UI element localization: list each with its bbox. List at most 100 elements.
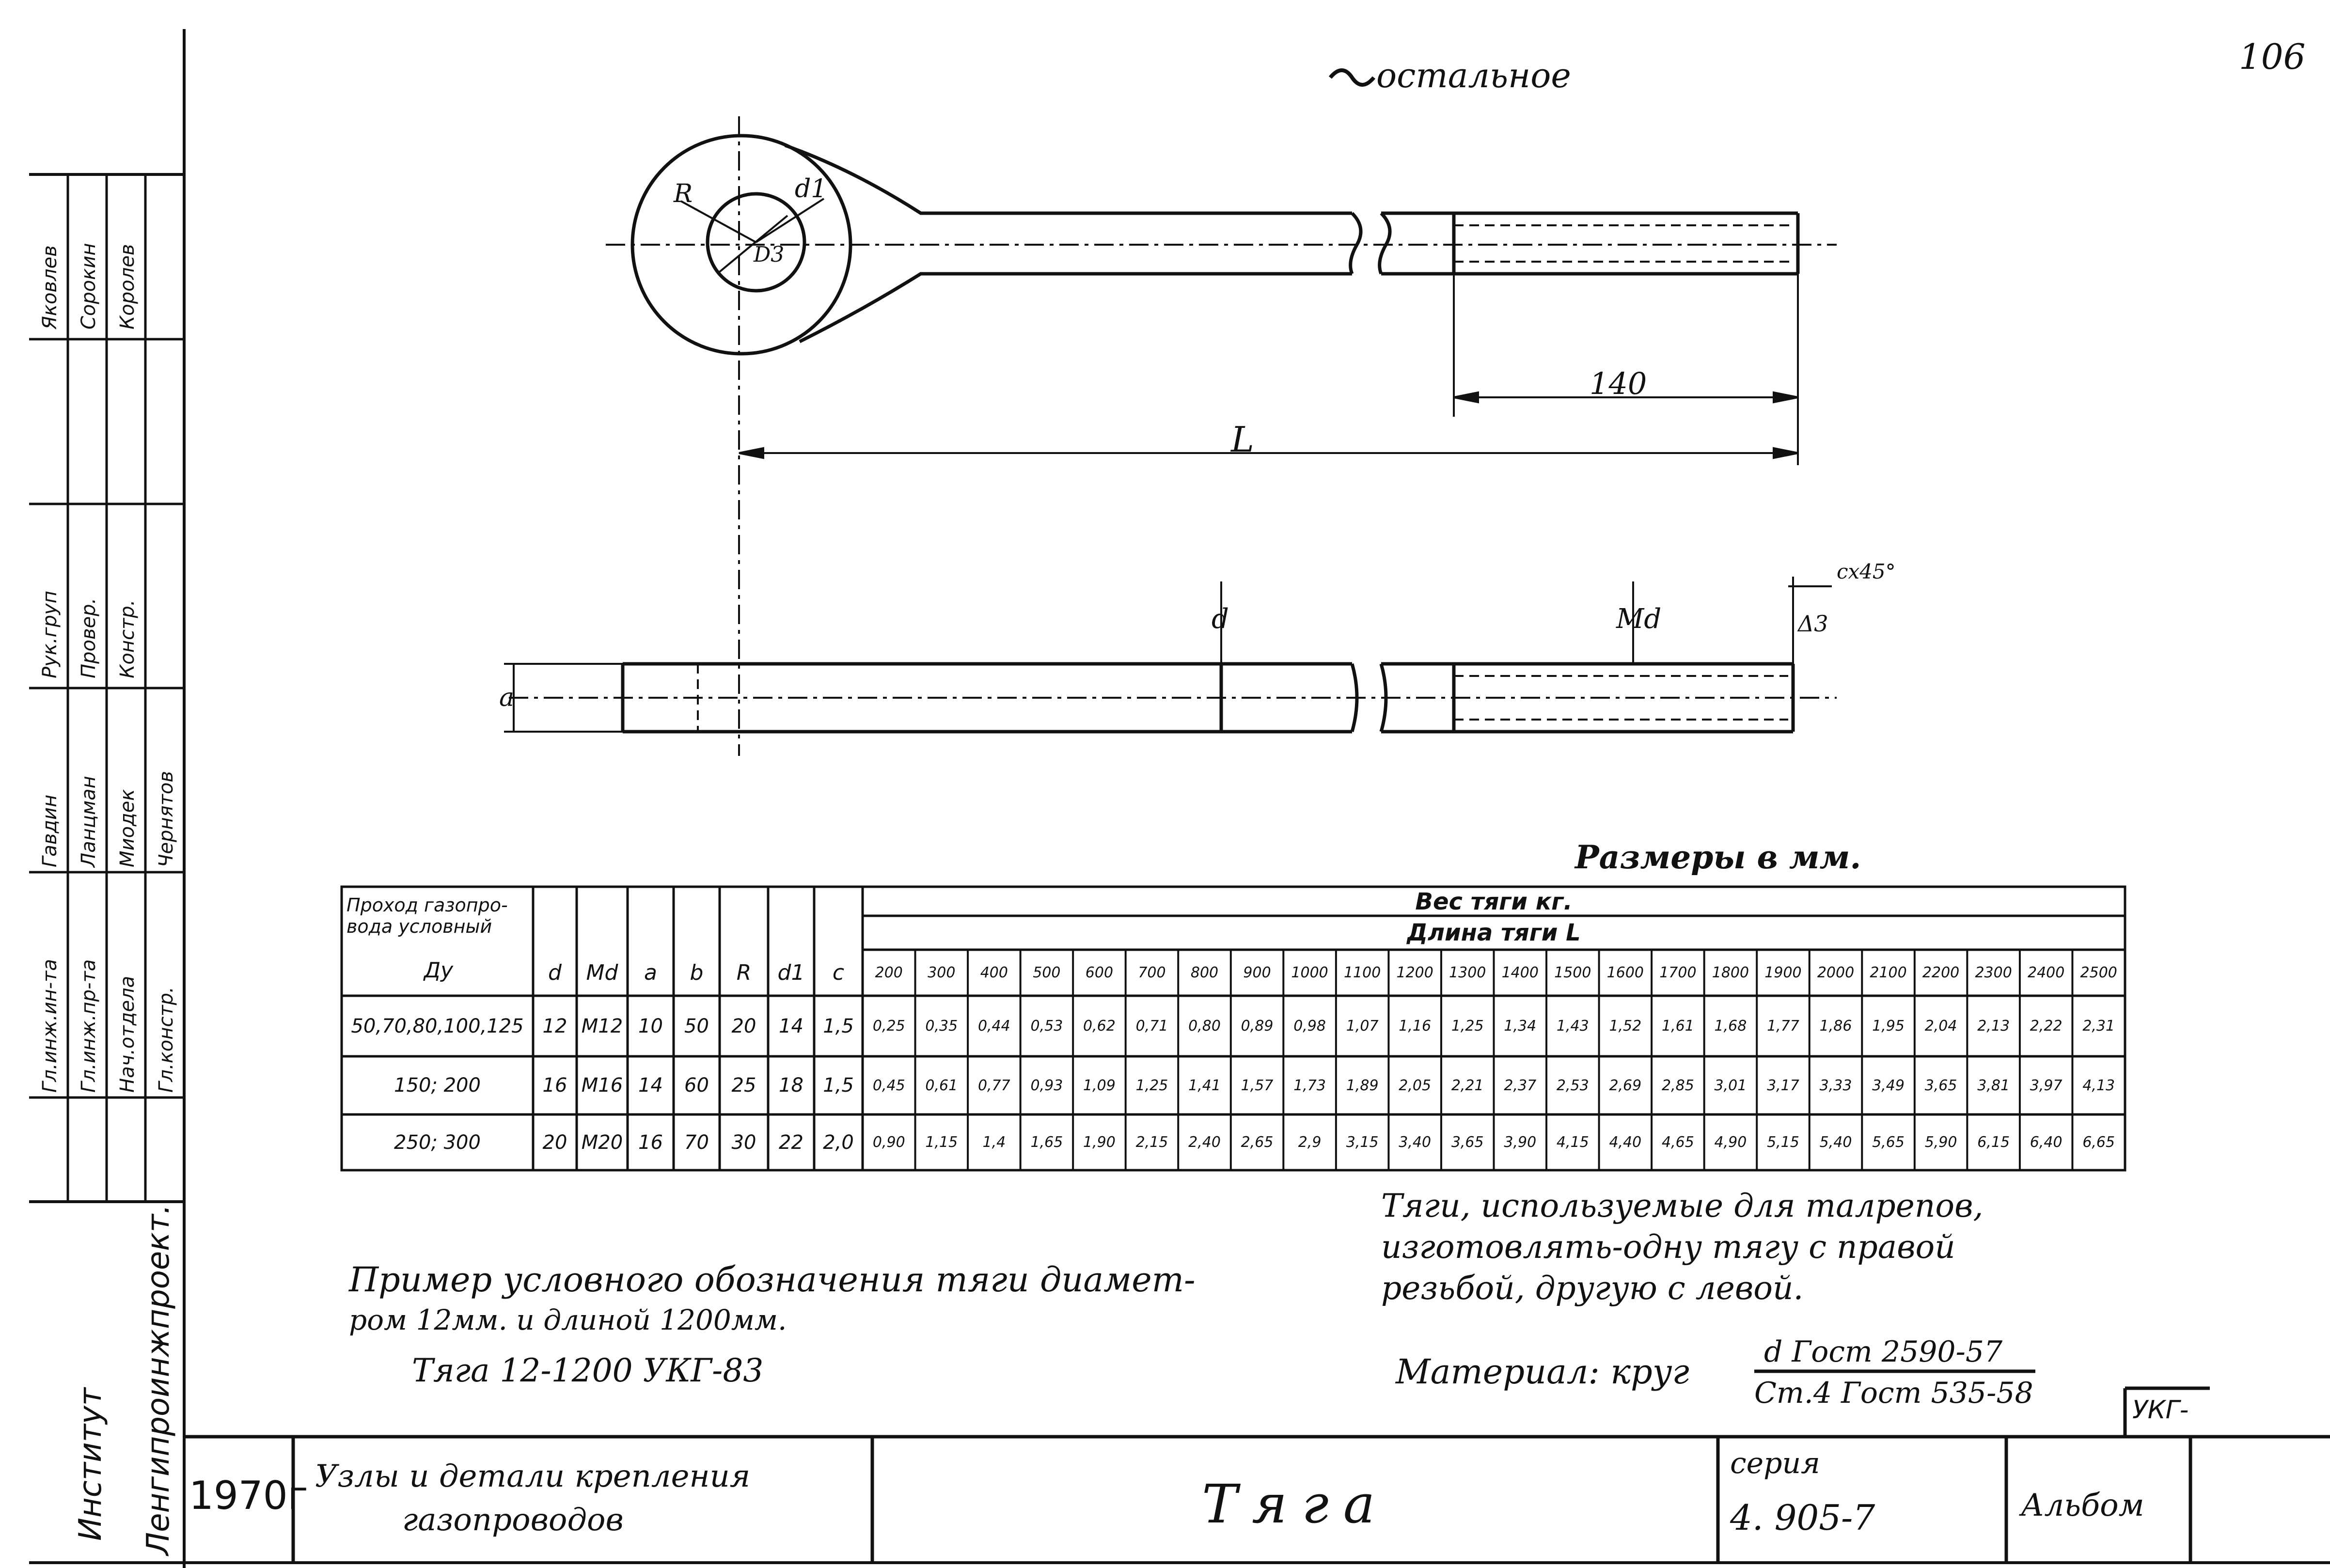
row-weight: 3,90 bbox=[1504, 1134, 1537, 1151]
dim-label-D3: D3 bbox=[754, 242, 785, 267]
row-weight: 2,31 bbox=[2082, 1018, 2115, 1035]
note-right-line2: изготовлять-одну тягу с правой bbox=[1381, 1228, 1955, 1266]
row-param: 1,5 bbox=[823, 1015, 854, 1037]
side-name-c: Яковлев bbox=[39, 245, 61, 329]
side-name: Гавдин bbox=[39, 794, 61, 867]
side-name: Чернятов bbox=[155, 771, 177, 867]
row-weight: 2,21 bbox=[1451, 1077, 1484, 1094]
stamp-code: УКГ- bbox=[2132, 1396, 2189, 1425]
side-name-c: Королев bbox=[116, 244, 139, 329]
material-bottom: Ст.4 Гост 535-58 bbox=[1754, 1376, 2033, 1410]
row-weight: 1,73 bbox=[1293, 1077, 1326, 1094]
dim-label-a: a bbox=[499, 683, 515, 712]
length-header: 2000 bbox=[1817, 964, 1855, 981]
break-left bbox=[1349, 212, 1363, 275]
example-line3: Тяга 12-1200 УКГ-83 bbox=[412, 1352, 764, 1389]
row-weight: 1,95 bbox=[1872, 1018, 1905, 1035]
row-weight: 2,65 bbox=[1241, 1134, 1274, 1151]
length-header: 1400 bbox=[1501, 964, 1539, 981]
eye-transition bbox=[784, 143, 1352, 344]
side-name: Миодек bbox=[116, 789, 139, 867]
surface-note: остальное bbox=[1376, 56, 1571, 95]
row-weight: 0,93 bbox=[1030, 1077, 1063, 1094]
row-weight: 1,4 bbox=[982, 1134, 1006, 1151]
side-role: Нач.отдела bbox=[116, 975, 139, 1093]
row-param: 16 bbox=[638, 1131, 663, 1154]
row-weight: 6,40 bbox=[2030, 1134, 2062, 1151]
row-weight: 0,61 bbox=[925, 1077, 958, 1094]
material-label: Материал: круг bbox=[1396, 1352, 1689, 1392]
row-weight: 1,16 bbox=[1399, 1018, 1432, 1035]
break-right bbox=[1378, 212, 1392, 275]
length-header: 1500 bbox=[1554, 964, 1591, 981]
row-weight: 4,13 bbox=[2082, 1077, 2115, 1094]
row-weight: 3,97 bbox=[2030, 1077, 2062, 1094]
row-param: 16 bbox=[542, 1074, 567, 1097]
row-weight: 1,07 bbox=[1346, 1018, 1379, 1035]
row-weight: 2,04 bbox=[1924, 1018, 1957, 1035]
row-param: 10 bbox=[638, 1015, 663, 1037]
row-weight: 0,25 bbox=[872, 1018, 905, 1035]
length-header: 2200 bbox=[1922, 964, 1960, 981]
row-param: 20 bbox=[542, 1131, 567, 1154]
param-header: d1 bbox=[777, 960, 805, 985]
row-weight: 6,15 bbox=[1977, 1134, 2010, 1151]
row-weight: 4,15 bbox=[1556, 1134, 1589, 1151]
subject-line2: газопроводов bbox=[402, 1502, 624, 1538]
institute-line2: Ленгипроинжпроект. bbox=[141, 1204, 176, 1555]
row-weight: 1,41 bbox=[1188, 1077, 1221, 1094]
row-weight: 1,90 bbox=[1083, 1134, 1116, 1151]
row-dy: 50,70,80,100,125 bbox=[351, 1015, 524, 1037]
row-param: M16 bbox=[581, 1074, 623, 1097]
row-dy: 250; 300 bbox=[394, 1131, 481, 1154]
row-param: 60 bbox=[684, 1074, 709, 1097]
side-name-c: Сорокин bbox=[78, 243, 100, 329]
param-header: b bbox=[690, 960, 704, 985]
row-weight: 2,22 bbox=[2030, 1018, 2062, 1035]
row-weight: 4,40 bbox=[1609, 1134, 1642, 1151]
row-weight: 2,40 bbox=[1188, 1134, 1221, 1151]
length-header: 900 bbox=[1243, 964, 1271, 981]
row-weight: 0,53 bbox=[1030, 1018, 1063, 1035]
dim-label-Md: Md bbox=[1616, 603, 1662, 635]
series-label: серия bbox=[1730, 1446, 1820, 1480]
row-weight: 6,65 bbox=[2082, 1134, 2115, 1151]
row-weight: 1,61 bbox=[1661, 1018, 1694, 1035]
row-param: 30 bbox=[731, 1131, 756, 1154]
album-label: Альбом bbox=[2021, 1488, 2144, 1523]
dim-label-chamfer: cx45° bbox=[1837, 560, 1896, 583]
length-header: 1300 bbox=[1449, 964, 1486, 981]
row-weight: 4,90 bbox=[1714, 1134, 1747, 1151]
row-weight: 2,05 bbox=[1399, 1077, 1432, 1094]
row-weight: 1,15 bbox=[925, 1134, 958, 1151]
eye-inner-hole bbox=[706, 192, 806, 293]
row-weight: 1,25 bbox=[1451, 1018, 1484, 1035]
side-role: Гл.констр. bbox=[155, 987, 177, 1093]
side-role: Гл.инж.ин-та bbox=[39, 959, 61, 1093]
d3-leader bbox=[716, 215, 788, 275]
dim-label-140: 140 bbox=[1590, 366, 1647, 401]
row-weight: 5,65 bbox=[1872, 1134, 1905, 1151]
row-weight: 5,40 bbox=[1819, 1134, 1852, 1151]
length-header: 2100 bbox=[1870, 964, 1907, 981]
row-param: 14 bbox=[779, 1015, 803, 1037]
row-weight: 2,15 bbox=[1135, 1134, 1168, 1151]
row-param: 50 bbox=[684, 1015, 709, 1037]
length-header: 500 bbox=[1033, 964, 1061, 981]
row-param: 12 bbox=[542, 1015, 567, 1037]
length-header: 300 bbox=[928, 964, 956, 981]
row-param: 20 bbox=[731, 1015, 756, 1037]
row-weight: 1,77 bbox=[1767, 1018, 1799, 1035]
row-weight: 3,40 bbox=[1399, 1134, 1432, 1151]
row-weight: 1,25 bbox=[1135, 1077, 1168, 1094]
row-weight: 2,69 bbox=[1609, 1077, 1642, 1094]
param-header: Md bbox=[586, 960, 618, 985]
row-weight: 0,45 bbox=[872, 1077, 905, 1094]
row-weight: 0,44 bbox=[977, 1018, 1010, 1035]
row-param: 1,5 bbox=[823, 1074, 854, 1097]
length-header: 800 bbox=[1190, 964, 1219, 981]
length-header: 1100 bbox=[1343, 964, 1381, 981]
row-param: 25 bbox=[731, 1074, 756, 1097]
dim-label-d1: d1 bbox=[795, 174, 827, 204]
